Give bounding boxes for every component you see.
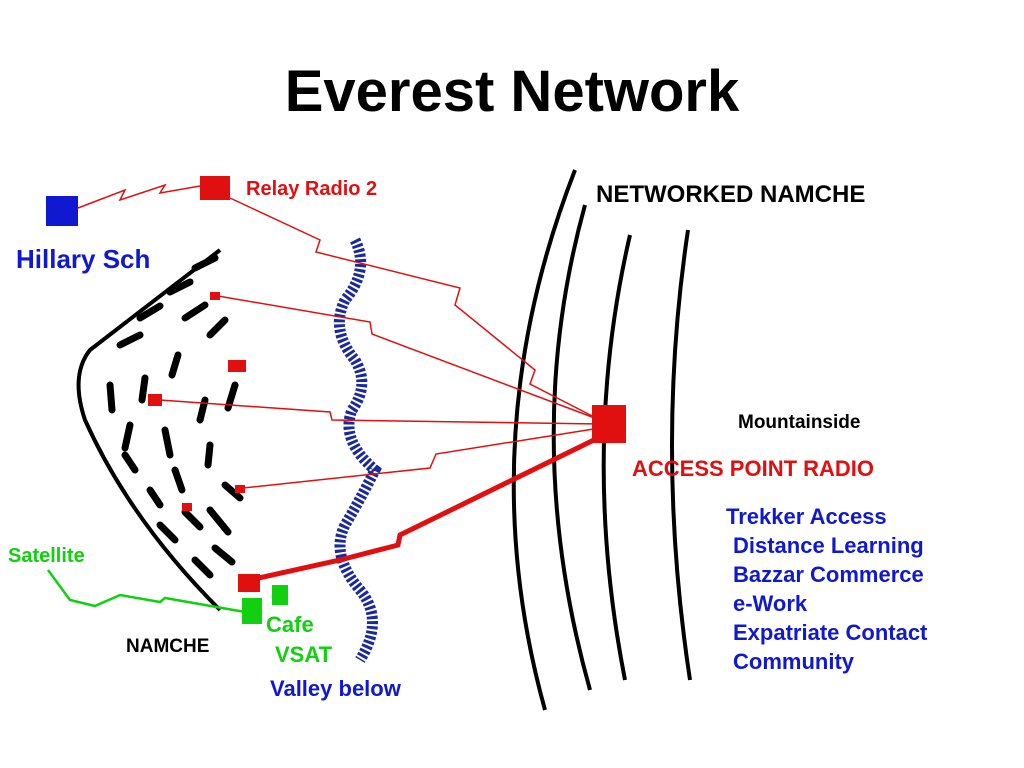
hillary-node <box>46 196 78 226</box>
namche-router-node <box>238 574 260 592</box>
mountainside-label: Mountainside <box>738 412 860 433</box>
vsat-node <box>272 585 288 605</box>
service-item: Bazzar Commerce <box>733 562 924 587</box>
house <box>181 508 204 531</box>
arc-2 <box>551 204 592 691</box>
relay-radio-label: Relay Radio 2 <box>246 178 377 200</box>
satellite-link <box>46 569 246 614</box>
cafe-label: Cafe <box>266 612 314 637</box>
cafe-node <box>242 598 262 624</box>
house <box>191 556 214 579</box>
house <box>121 421 134 452</box>
house <box>138 374 149 404</box>
hillary-relay-link <box>77 183 201 209</box>
radio-link <box>159 399 601 425</box>
house <box>121 451 139 474</box>
arc-1 <box>511 169 577 711</box>
house <box>191 254 219 272</box>
namche-label: NAMCHE <box>126 636 209 657</box>
namche-houses <box>106 254 244 579</box>
house <box>136 302 164 322</box>
page-title: Everest Network <box>284 59 740 124</box>
house <box>116 331 144 349</box>
house <box>166 278 194 296</box>
house <box>106 381 116 414</box>
relay-access-link <box>229 197 601 421</box>
house <box>206 316 229 339</box>
house-radio <box>228 360 246 372</box>
house <box>206 506 232 536</box>
access-point-node <box>592 405 626 443</box>
hillary-label: Hillary Sch <box>16 244 150 274</box>
river <box>333 237 382 663</box>
arc-3 <box>601 234 632 681</box>
backbone-link <box>249 434 602 583</box>
house <box>204 441 214 469</box>
house-radio-links <box>159 295 601 489</box>
house <box>171 466 186 494</box>
service-item: Trekker Access <box>726 504 887 529</box>
access-point-label: ACCESS POINT RADIO <box>632 456 874 481</box>
house-radio <box>182 503 192 511</box>
house-radio <box>210 292 220 300</box>
services-list: Trekker Access Distance Learning Bazzar … <box>726 504 928 674</box>
house <box>181 301 209 322</box>
networked-namche-label: NETWORKED NAMCHE <box>596 181 865 208</box>
service-item: Expatriate Contact <box>733 620 928 645</box>
satellite-label: Satellite <box>8 545 85 567</box>
service-item: Distance Learning <box>733 533 924 558</box>
house <box>161 426 174 459</box>
relay-radio-node <box>200 176 230 200</box>
namche-outline <box>76 248 222 612</box>
mountainside-arcs <box>511 169 692 711</box>
arc-4 <box>670 229 692 681</box>
house <box>156 521 179 544</box>
radio-link <box>217 295 601 421</box>
valley-label: Valley below <box>270 676 402 701</box>
service-item: Community <box>733 649 855 674</box>
radio-link <box>242 427 601 489</box>
house-radio <box>148 394 162 406</box>
house <box>221 481 244 502</box>
house <box>211 544 236 566</box>
vsat-label: VSAT <box>275 642 333 667</box>
house-radio <box>235 485 245 493</box>
service-item: e-Work <box>733 591 808 616</box>
house <box>146 486 164 509</box>
house <box>168 351 182 379</box>
